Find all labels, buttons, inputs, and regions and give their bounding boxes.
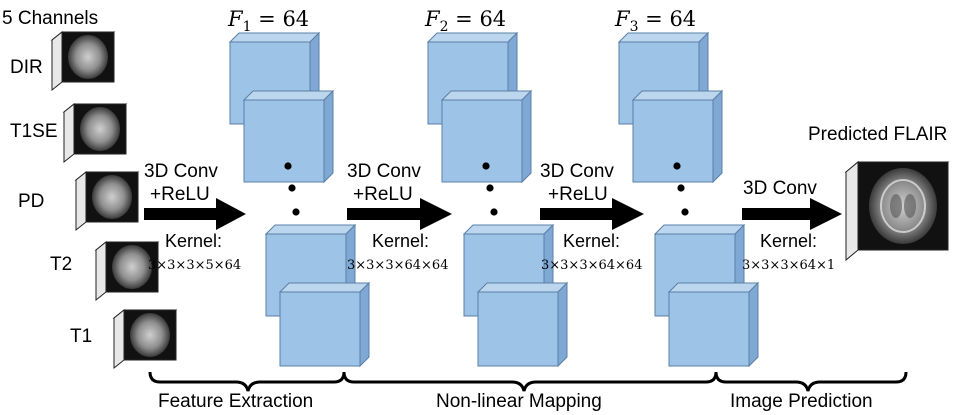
ellipsis-dot [486,184,494,192]
channel-T1SE: T1SE [10,102,128,164]
right-arrow-icon [540,198,644,230]
channel-DIR: DIR [10,30,116,92]
kernel-label: Kernel: [372,231,429,251]
channel-label: T1 [70,326,92,347]
ellipsis-dot [677,184,685,192]
kernel-size: 3×3×3×64×64 [541,258,642,273]
ellipsis-dot [482,162,490,170]
operation-2: 3D Conv +ReLU Kernel: 3×3×3×64×64 [347,161,452,273]
op-label-line2: +ReLU [548,184,608,205]
ellipsis-dot [292,208,300,216]
kernel-size: 3×3×3×5×64 [148,258,241,273]
channel-label: T2 [50,254,72,275]
right-arrow-icon [742,198,842,230]
mri-thumbnail-icon [112,308,178,370]
stage-label: Non-linear Mapping [436,391,602,412]
operation-1: 3D Conv +ReLU Kernel: 3×3×3×5×64 [144,161,246,273]
channel-T2: T2 [50,240,160,302]
output-title: Predicted FLAIR [808,124,947,145]
op-label-line2: +ReLU [150,184,210,205]
feature-map-cube [440,89,533,184]
kernel-size: 3×3×3×64×1 [742,258,835,273]
right-arrow-icon [144,198,246,230]
ellipsis-dot [288,184,296,192]
brace-non-linear-mapping: Non-linear Mapping [342,371,718,412]
channel-PD: PD [18,170,140,232]
mri-thumbnail-icon [94,240,160,302]
ellipsis-dot [490,208,498,216]
feature-map-cube [631,89,724,184]
operation-3: 3D Conv +ReLU Kernel: 3×3×3×64×64 [540,161,644,273]
op-label-line1: 3D Conv [540,161,614,182]
brace-feature-extraction: Feature Extraction [148,371,346,412]
feature-map-title-1: F1 = 64 [227,7,309,35]
brace-image-prediction: Image Prediction [714,371,908,412]
channel-label: T1SE [10,121,58,142]
feature-map-cube [667,281,760,368]
channel-label: PD [18,191,44,212]
ellipsis-dot [284,162,292,170]
op-label-line2: +ReLU [353,184,413,205]
feature-map-stack-1 [228,31,371,368]
stage-label: Feature Extraction [158,391,313,412]
channel-T1: T1 [70,308,178,370]
feature-map-title-3: F3 = 64 [614,7,696,35]
mri-thumbnail-icon [62,102,128,164]
op-label-line1: 3D Conv [743,178,817,199]
feature-map-title-2: F2 = 64 [424,7,506,35]
mri-thumbnail-icon [74,170,140,232]
kernel-label: Kernel: [165,231,222,251]
ellipsis-dot [681,208,689,216]
operation-4: 3D Conv Kernel: 3×3×3×64×1 [742,178,842,273]
mri-thumbnail-icon [50,30,116,92]
stage-label: Image Prediction [730,391,873,412]
feature-map-cube [242,89,335,184]
feature-map-stack-3 [617,31,760,368]
op-label-line1: 3D Conv [144,161,218,182]
feature-map-stack-2 [426,31,569,368]
feature-map-cube [278,281,371,368]
op-label-line1: 3D Conv [347,161,421,182]
predicted-flair-image-icon [844,160,950,262]
kernel-label: Kernel: [563,231,620,251]
right-arrow-icon [347,198,452,230]
feature-map-cube [476,281,569,368]
kernel-size: 3×3×3×64×64 [347,258,448,273]
input-title: 5 Channels [2,8,98,29]
kernel-label: Kernel: [760,231,817,251]
ellipsis-dot [673,162,681,170]
channel-label: DIR [10,57,43,78]
